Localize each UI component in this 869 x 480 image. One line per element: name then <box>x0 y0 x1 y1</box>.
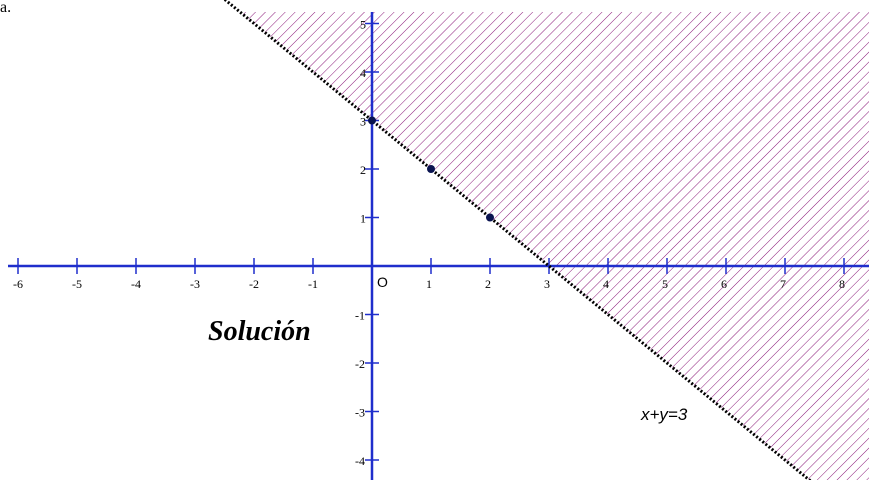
y-tick-label: 1 <box>360 212 366 226</box>
axis-ticks: -6 -5 -4 -3 -2 -1 1 2 3 4 5 6 7 8 -4 -3 -2 -1 1 2 3 4 5 <box>13 18 845 469</box>
data-point <box>368 116 376 125</box>
problem-label: a. <box>0 0 11 16</box>
solution-region-hatch <box>240 12 869 480</box>
x-tick-label: -5 <box>72 277 82 291</box>
x-tick-label: 2 <box>485 277 491 291</box>
points-group <box>368 116 494 222</box>
x-tick-label: 5 <box>662 277 668 291</box>
x-tick-label: -2 <box>249 277 259 291</box>
boundary-line <box>223 0 812 480</box>
x-tick-label: -4 <box>131 277 141 291</box>
x-tick-label: 4 <box>603 277 609 291</box>
x-tick-label: 6 <box>721 277 727 291</box>
equation-label: x+y=3 <box>640 405 688 424</box>
data-point <box>486 213 494 222</box>
y-tick-label: 2 <box>360 163 366 177</box>
y-tick-label: -1 <box>355 309 365 323</box>
data-point <box>427 165 435 173</box>
x-tick-label: 7 <box>780 277 786 291</box>
y-tick-label: 5 <box>360 18 366 32</box>
boundary-line-group <box>223 0 812 480</box>
x-tick-label: -1 <box>308 277 318 291</box>
x-tick-label: -6 <box>13 277 23 291</box>
x-tick-label: 3 <box>544 277 550 291</box>
y-tick-label: -3 <box>355 406 365 420</box>
x-tick-label: -3 <box>190 277 200 291</box>
y-tick-label: 3 <box>360 115 366 129</box>
solution-label: Solución <box>208 316 311 347</box>
x-tick-label: 8 <box>839 277 845 291</box>
origin-label: O <box>377 274 388 290</box>
x-tick-label: 1 <box>426 277 432 291</box>
y-tick-label: 4 <box>360 66 366 80</box>
y-tick-label: -2 <box>355 357 365 371</box>
y-tick-label: -4 <box>355 454 365 468</box>
